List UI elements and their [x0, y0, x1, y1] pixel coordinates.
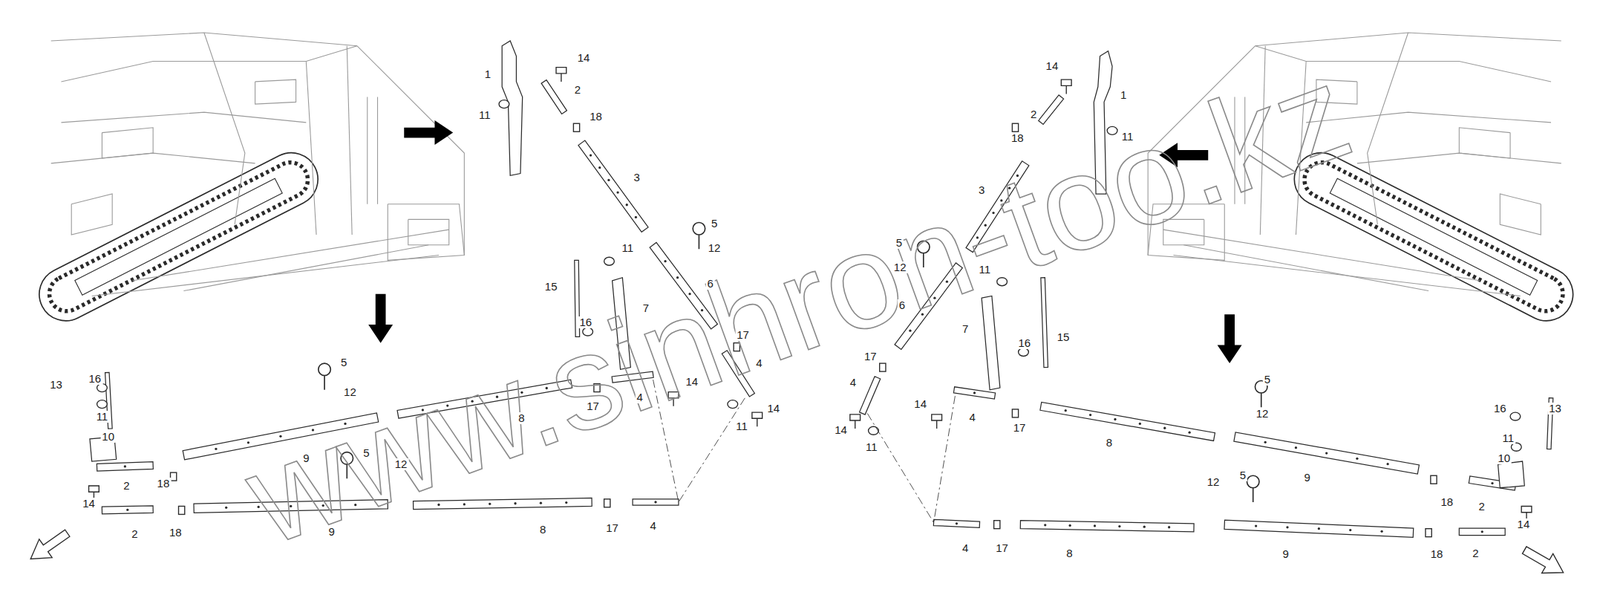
callout-number: 18 — [588, 110, 604, 123]
callout-number: 11 — [477, 109, 493, 122]
centre-line — [653, 379, 956, 522]
callout-number: 9 — [301, 452, 311, 465]
callout-number: 5 — [1238, 469, 1248, 482]
callout-number: 9 — [326, 525, 336, 538]
callout-number: 6 — [897, 299, 907, 312]
hardware-part — [89, 67, 1532, 537]
callout-number: 12 — [393, 458, 410, 470]
callout-number: 17 — [604, 521, 620, 534]
callout-number: 16 — [1492, 402, 1508, 415]
callout-number: 18 — [155, 477, 172, 490]
callout-number: 6 — [705, 277, 715, 290]
callout-number: 14 — [912, 397, 929, 410]
watermark: www.sinhron-too.kz — [230, 43, 1366, 566]
callout-number: 14 — [683, 375, 700, 388]
callout-number: 12 — [1254, 407, 1271, 420]
callout-number: 14 — [765, 402, 782, 415]
callout-number: 5 — [894, 236, 904, 249]
callout-number: 4 — [848, 376, 858, 389]
callout-number: 10 — [1496, 452, 1512, 465]
callout-number: 3 — [977, 184, 986, 197]
callout-number: 14 — [576, 51, 592, 64]
callout-number: 15 — [1055, 331, 1072, 344]
callout-number: 17 — [994, 541, 1010, 554]
callout-number: 11 — [734, 420, 750, 433]
callout-number: 12 — [892, 261, 909, 274]
callout-number: 18 — [1009, 132, 1026, 145]
callout-number: 13 — [1547, 402, 1563, 415]
callout-number: 5 — [1262, 373, 1272, 386]
callout-number: 12 — [706, 242, 723, 254]
callout-number: 11 — [1501, 432, 1517, 444]
callout-number: 4 — [648, 519, 658, 532]
callout-number: 2 — [1470, 547, 1480, 560]
callout-number: 5 — [339, 356, 349, 369]
callout-number: 16 — [578, 316, 594, 329]
callout-number: 11 — [864, 441, 880, 453]
callout-number: 14 — [1516, 518, 1532, 531]
callout-number: 18 — [1429, 547, 1445, 560]
callout-number: 7 — [641, 302, 651, 315]
callout-number: 5 — [709, 217, 719, 230]
callout-number: 2 — [129, 527, 139, 540]
bracket-part — [89, 40, 1525, 488]
machine-frame — [30, 32, 465, 330]
callout-number: 14 — [80, 497, 97, 510]
callout-number: 1 — [483, 68, 493, 81]
callout-number: 12 — [1205, 475, 1222, 488]
callout-number: 9 — [1281, 547, 1291, 560]
callout-number: 14 — [833, 423, 849, 436]
callout-number: 14 — [1044, 60, 1061, 73]
callout-number: 2 — [573, 83, 583, 96]
callout-number: 17 — [1011, 421, 1028, 434]
callout-number: 10 — [100, 430, 116, 443]
callout-number: 4 — [754, 357, 764, 370]
callout-number: 4 — [968, 411, 978, 424]
callout-number: 11 — [95, 410, 110, 423]
callout-number: 8 — [1104, 436, 1114, 449]
callout-number: 13 — [48, 378, 64, 391]
callout-number: 11 — [1120, 130, 1136, 143]
callout-number: 2 — [1029, 108, 1038, 121]
callout-number: 5 — [361, 446, 371, 459]
callout-number: 2 — [121, 479, 131, 492]
callout-number: 8 — [538, 523, 548, 536]
callout-number: 16 — [1017, 337, 1033, 349]
callout-number: 17 — [735, 328, 751, 341]
callout-number: 3 — [631, 171, 641, 184]
callout-number: 7 — [960, 322, 970, 335]
callout-number: 18 — [167, 526, 184, 539]
callout-number: 12 — [342, 386, 358, 398]
callout-number: 11 — [977, 263, 992, 276]
callout-number: 2 — [1476, 500, 1486, 513]
callout-number: 16 — [86, 372, 103, 385]
machine-frame — [1147, 32, 1583, 330]
callout-number: 9 — [1302, 471, 1312, 484]
direction-arrow — [24, 120, 1570, 583]
callout-number: 17 — [585, 400, 601, 413]
callout-number: 11 — [619, 242, 635, 254]
callout-number: 15 — [543, 280, 560, 293]
callout-number: 4 — [960, 541, 970, 554]
callout-number: 18 — [1439, 495, 1456, 508]
callout-number: 8 — [516, 412, 526, 424]
callout-number: 17 — [862, 350, 879, 363]
callout-number: 4 — [635, 391, 645, 404]
callout-number: 1 — [1118, 89, 1128, 101]
callout-number: 8 — [1064, 547, 1074, 560]
rod-part — [96, 80, 1553, 538]
